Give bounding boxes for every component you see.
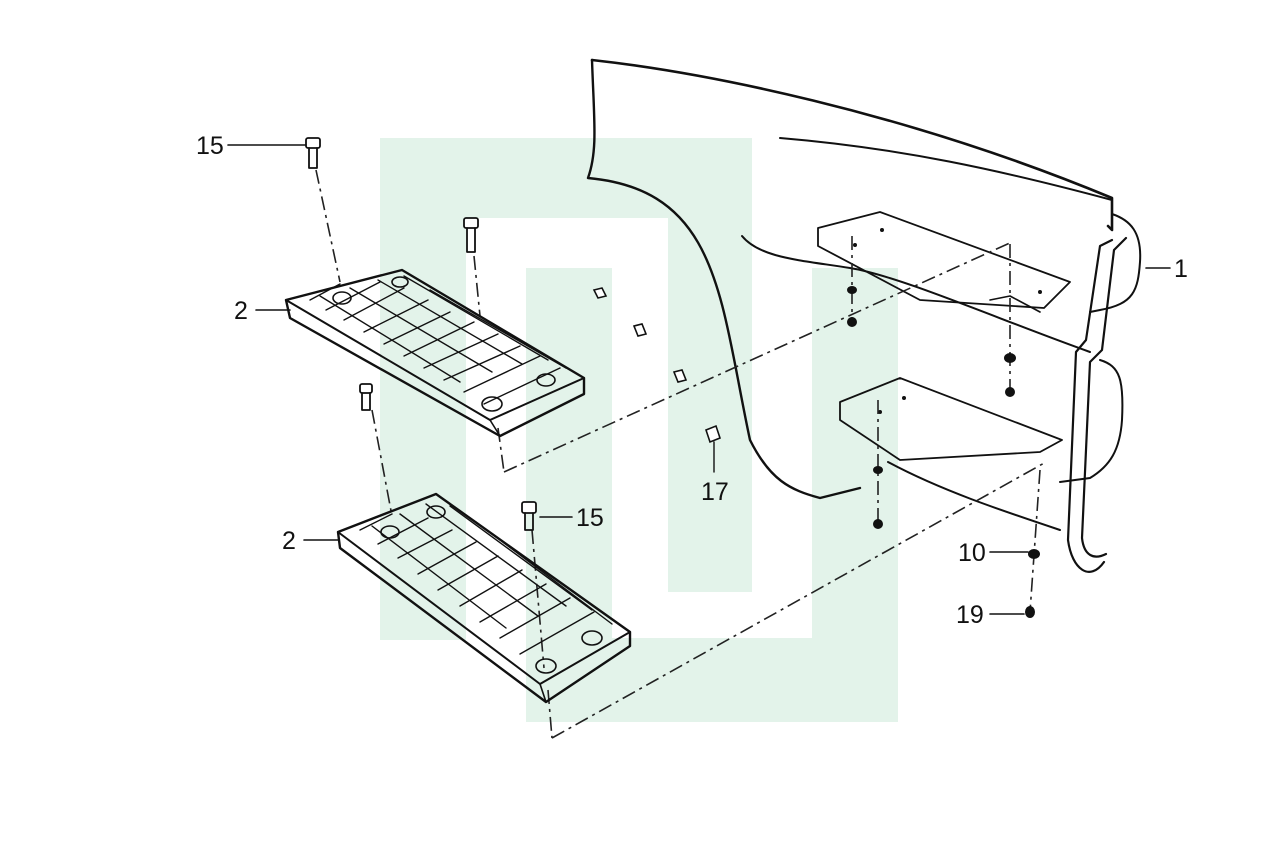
upper-mounting-plate [817, 211, 1071, 313]
callout-1: 1 [1174, 255, 1188, 283]
watermark-logo [380, 138, 898, 722]
upper-step-tread [284, 268, 586, 438]
callout-10: 10 [958, 539, 986, 567]
callout-2-lower: 2 [282, 527, 296, 555]
callout-15-lower: 15 [576, 504, 604, 532]
mounting-hardware [847, 286, 1040, 618]
bolt-lower-left [359, 383, 373, 411]
bolts [305, 137, 537, 531]
clip-nuts [592, 287, 721, 444]
callout-2-upper: 2 [234, 297, 248, 325]
cab-body-panel [586, 58, 1142, 531]
assembly-guide-lines [315, 169, 1047, 739]
bolt-upper-left [305, 137, 321, 169]
lower-step-tread [336, 492, 632, 704]
leader-lines [227, 144, 1171, 615]
callout-15-upper: 15 [196, 132, 224, 160]
step-hanger-bracket [1066, 236, 1128, 573]
bolt-upper-right [463, 217, 479, 253]
bolt-lower-right [521, 501, 537, 531]
callout-19: 19 [956, 601, 984, 629]
lower-mounting-plate [839, 377, 1063, 461]
callout-17: 17 [701, 478, 729, 506]
